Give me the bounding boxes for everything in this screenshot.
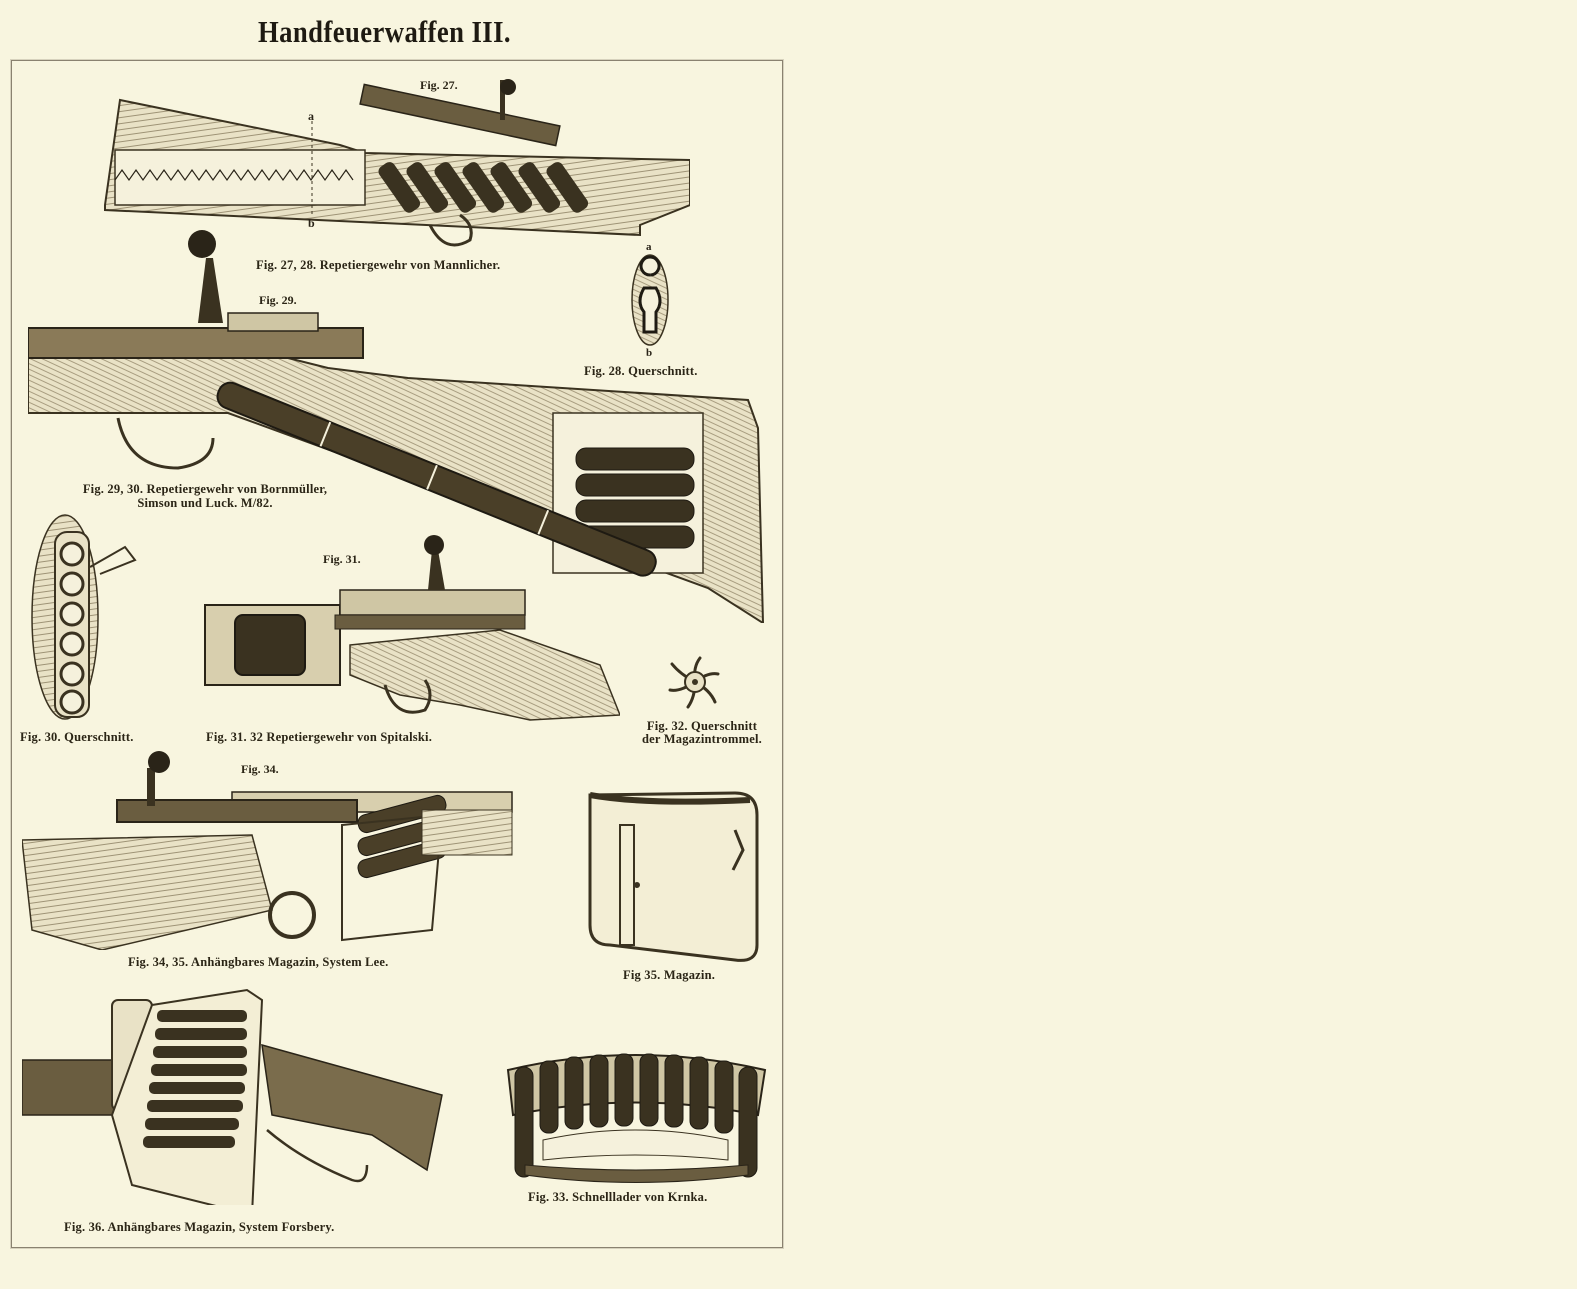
caption-fig31-32: Fig. 31. 32 Repetiergewehr von Spitalski… xyxy=(206,730,433,744)
caption-fig27-28: Fig. 27, 28. Repetiergewehr von Mannlich… xyxy=(256,258,501,272)
fig29-label: Fig. 29. xyxy=(259,293,297,307)
caption-fig29-30-line1: Fig. 29, 30. Repetiergewehr von Bornmüll… xyxy=(82,482,328,496)
caption-fig32: Fig. 32. Querschnitt der Magazintrommel. xyxy=(632,720,772,746)
fig34-label: Fig. 34. xyxy=(241,762,279,776)
fig27-label: Fig. 27. xyxy=(420,78,458,92)
svg-text:a: a xyxy=(646,241,652,253)
svg-text:b: b xyxy=(308,216,315,230)
caption-fig34-35: Fig. 34, 35. Anhängbares Magazin, System… xyxy=(128,955,389,969)
caption-fig29-30-line2: Simson und Luck. M/82. xyxy=(137,496,273,510)
fig35-magazine-illustration xyxy=(585,785,765,965)
fig32-drum-cross-section-illustration xyxy=(660,652,730,712)
fig31-label: Fig. 31. xyxy=(323,552,361,566)
fig28-cross-section-illustration: a b xyxy=(628,240,673,358)
fig31-rifle-illustration xyxy=(200,535,620,725)
caption-fig33: Fig. 33. Schnelllader von Krnka. xyxy=(528,1190,708,1204)
fig29-rifle-illustration xyxy=(28,228,768,623)
fig33-quick-loader-illustration xyxy=(503,1045,768,1190)
caption-fig35: Fig 35. Magazin. xyxy=(623,968,716,982)
plate-frame xyxy=(11,60,783,1248)
caption-fig32-line2: der Magazintrommel. xyxy=(642,732,762,746)
fig36-forsberg-magazine-illustration xyxy=(22,985,452,1205)
svg-text:b: b xyxy=(646,347,652,358)
caption-fig36: Fig. 36. Anhängbares Magazin, System For… xyxy=(64,1220,335,1234)
caption-fig32-line1: Fig. 32. Querschnitt xyxy=(646,719,758,733)
caption-fig28: Fig. 28. Querschnitt. xyxy=(584,364,698,378)
fig27-rifle-illustration: a b xyxy=(100,75,690,255)
page-title: Handfeuerwaffen III. xyxy=(258,14,511,49)
fig30-cross-section-illustration xyxy=(30,512,140,724)
caption-fig30: Fig. 30. Querschnitt. xyxy=(20,730,134,744)
fig34-rifle-illustration xyxy=(22,750,517,950)
caption-fig29-30: Fig. 29, 30. Repetiergewehr von Bornmüll… xyxy=(40,482,370,510)
svg-text:a: a xyxy=(308,109,314,123)
